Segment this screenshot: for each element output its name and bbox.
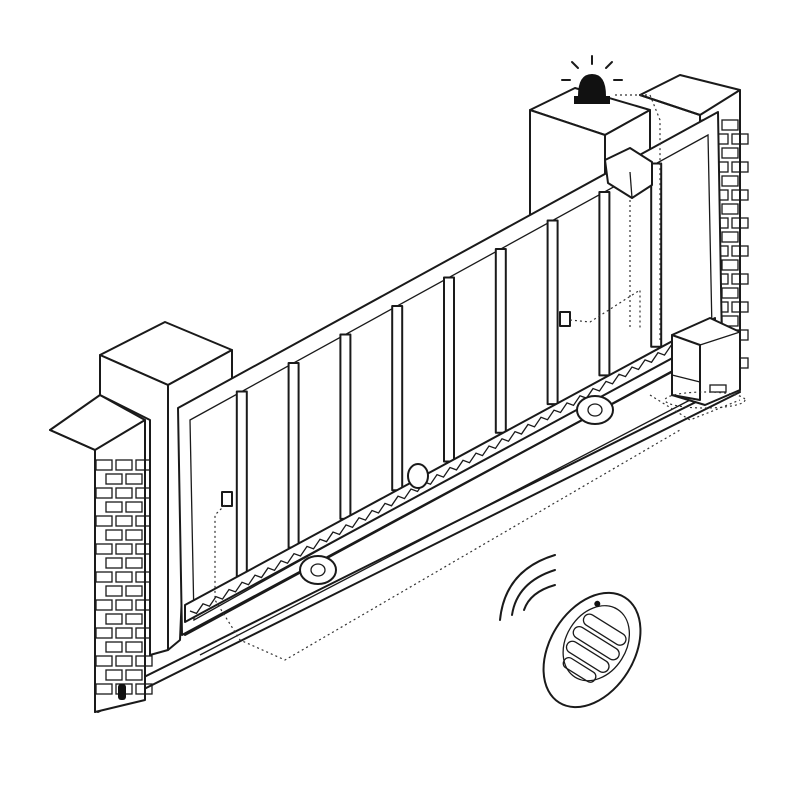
photocell-bracket (604, 147, 653, 199)
brick (125, 585, 143, 597)
brick (95, 515, 113, 527)
brick (731, 189, 749, 201)
brick (115, 543, 133, 555)
brick (115, 571, 133, 583)
brick (125, 641, 143, 653)
brick (721, 259, 739, 271)
brick (125, 557, 143, 569)
brick (105, 613, 123, 625)
brick (125, 473, 143, 485)
brick (105, 473, 123, 485)
brick (105, 529, 123, 541)
brick (95, 571, 113, 583)
brick (105, 641, 123, 653)
gate-lock (407, 463, 429, 489)
gate-wheel (299, 555, 337, 585)
brick (125, 613, 143, 625)
brick (731, 273, 749, 285)
gate-bar (494, 248, 507, 434)
gate-bar (598, 191, 611, 377)
photocells (214, 94, 741, 661)
brick (135, 683, 153, 695)
brick (95, 599, 113, 611)
gate-bar (235, 390, 248, 578)
warning-lamp (561, 55, 623, 104)
gate-motor (664, 317, 746, 409)
brick (731, 301, 749, 313)
brick (731, 161, 749, 173)
remote-control (542, 591, 642, 709)
left-brick-wall (49, 394, 153, 713)
brick (105, 557, 123, 569)
gate-bar (391, 305, 404, 492)
brick (721, 231, 739, 243)
brick (125, 501, 143, 513)
brick (731, 245, 749, 257)
gate-wheel (576, 395, 614, 425)
brick (115, 655, 133, 667)
brick (115, 515, 133, 527)
brick (105, 501, 123, 513)
brick (95, 459, 113, 471)
ground-track (97, 379, 741, 713)
brick (95, 655, 113, 667)
brick (115, 459, 133, 471)
brick (105, 585, 123, 597)
gate-bar (650, 162, 663, 348)
brick (95, 627, 113, 639)
brick (125, 529, 143, 541)
signal-waves-icon (499, 554, 556, 621)
gate-bar (339, 333, 352, 520)
brick (125, 669, 143, 681)
brick (721, 119, 739, 131)
brick (95, 543, 113, 555)
remote-buttons (562, 613, 627, 683)
brick (731, 133, 749, 145)
light-rays-icon (561, 55, 623, 81)
brick (115, 487, 133, 499)
gate-bar (443, 276, 455, 463)
brick (721, 147, 739, 159)
cable-post (118, 684, 126, 700)
brick (95, 487, 113, 499)
brick (95, 683, 113, 695)
gate-bar (287, 362, 300, 549)
brick (115, 599, 133, 611)
gate-bar (546, 219, 559, 406)
brick (721, 175, 739, 187)
brick (135, 655, 153, 667)
brick (721, 203, 739, 215)
brick (115, 627, 133, 639)
brick (105, 669, 123, 681)
brick (731, 217, 749, 229)
